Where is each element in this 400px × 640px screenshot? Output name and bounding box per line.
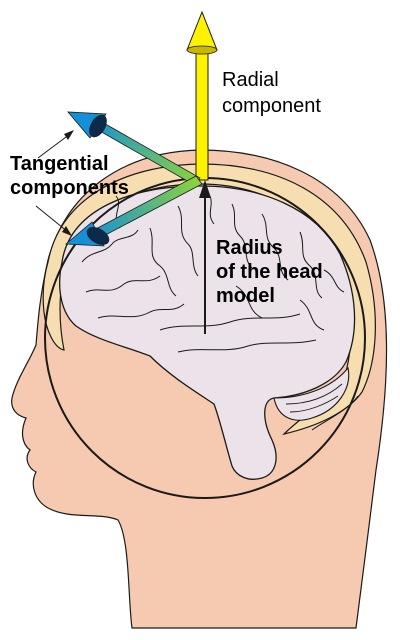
radial-component-arrow <box>186 10 218 181</box>
tangential-label-line1: Tangential <box>10 153 109 175</box>
cerebellum <box>273 366 350 421</box>
cerebellum-folds <box>285 383 343 413</box>
tangential-label-line2: components <box>10 177 129 199</box>
skull-layer <box>42 163 376 436</box>
tangential-pointers <box>35 130 74 236</box>
tangential-arrow-lower <box>64 175 203 247</box>
radius-label-line1: Radius <box>216 237 283 259</box>
brain <box>59 185 356 480</box>
radial-label-line2: component <box>222 95 321 117</box>
neck-outline <box>311 395 359 431</box>
radius-label-line2: of the head <box>216 261 323 283</box>
radius-arrow <box>199 180 211 334</box>
radius-label-line3: model <box>216 285 275 307</box>
brain-sulci <box>81 195 345 353</box>
tangential-arrow-upper <box>67 111 201 187</box>
radial-label-line1: Radial <box>222 69 279 91</box>
